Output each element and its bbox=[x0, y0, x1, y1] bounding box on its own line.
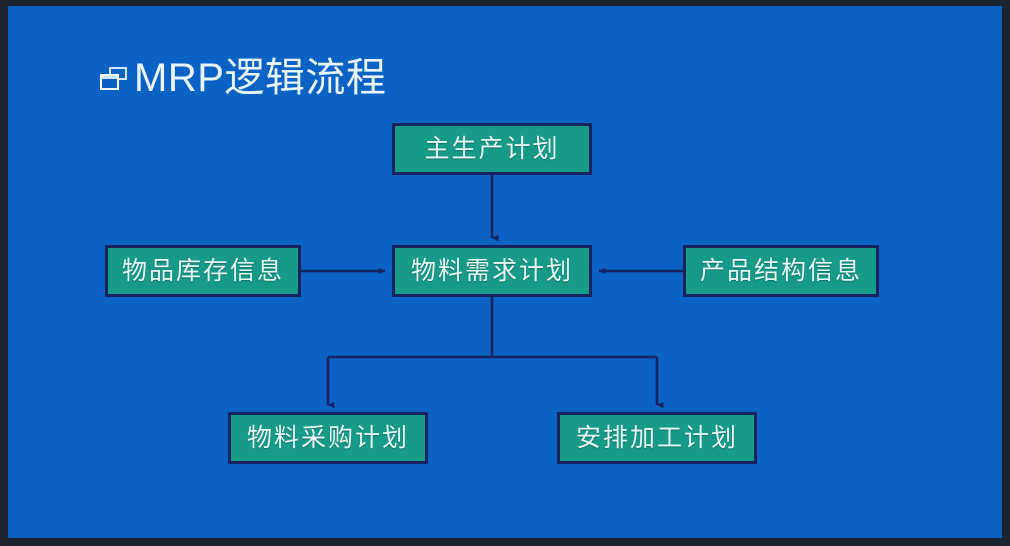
flow-node-production-schedule-plan[interactable]: 安排加工计划 bbox=[557, 412, 757, 464]
flow-node-label: 物料需求计划 bbox=[410, 256, 573, 285]
window-front-shape bbox=[100, 74, 119, 90]
flow-node-label: 产品结构信息 bbox=[699, 256, 862, 285]
flow-node-label: 安排加工计划 bbox=[575, 423, 738, 452]
flow-node-label: 物品库存信息 bbox=[121, 256, 284, 285]
cascading-windows-icon bbox=[100, 67, 128, 93]
flow-diagram: 主生产计划 物品库存信息 物料需求计划 产品结构信息 物料采购计划 安排加工计划 bbox=[8, 6, 1002, 538]
page-title: MRP逻辑流程 bbox=[100, 50, 386, 106]
flow-node-label: 物料采购计划 bbox=[246, 423, 409, 452]
flow-node-product-structure-info[interactable]: 产品结构信息 bbox=[683, 245, 879, 297]
page-title-text: MRP逻辑流程 bbox=[134, 56, 387, 100]
flow-node-label: 主生产计划 bbox=[424, 134, 560, 163]
flow-node-item-inventory-info[interactable]: 物品库存信息 bbox=[105, 245, 301, 297]
flow-node-master-production-schedule[interactable]: 主生产计划 bbox=[392, 123, 592, 175]
slide-canvas: MRP逻辑流程 bbox=[8, 6, 1002, 538]
flow-node-material-requirements-plan[interactable]: 物料需求计划 bbox=[392, 245, 592, 297]
flow-node-material-purchase-plan[interactable]: 物料采购计划 bbox=[228, 412, 428, 464]
